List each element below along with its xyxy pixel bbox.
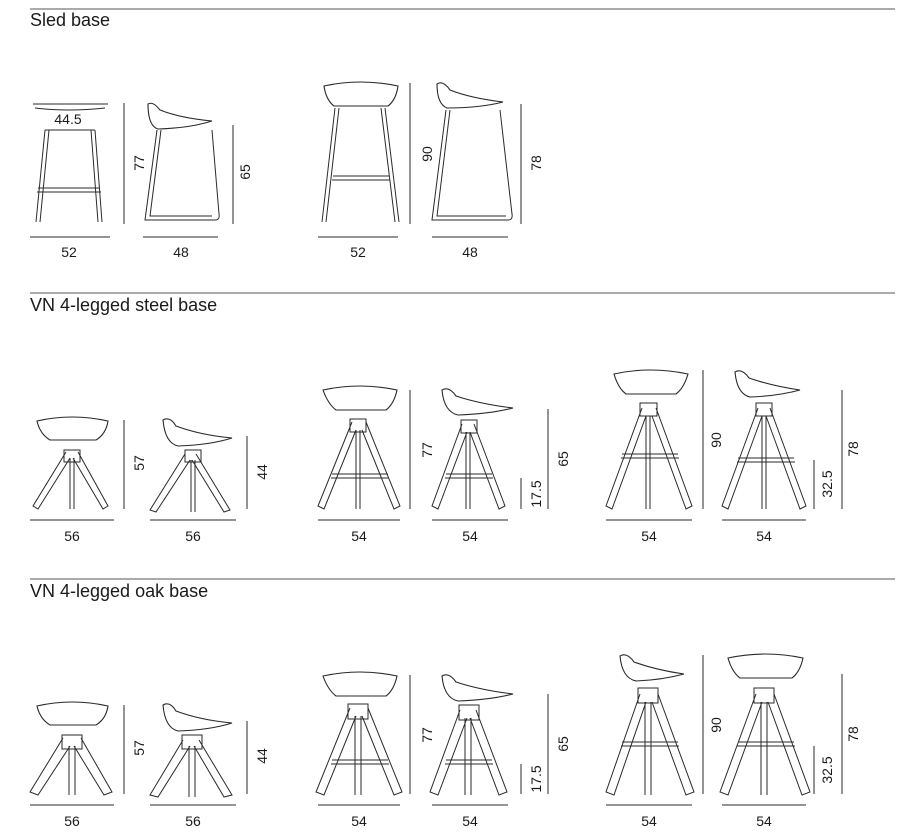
stool-drawing [431,388,514,510]
dimension-label: 65 [237,164,253,180]
dimension-label: 78 [528,155,544,171]
dimension-label: 54 [756,813,772,829]
dimension-label: 54 [641,813,657,829]
stool-drawing [315,671,403,796]
stool-drawing [719,653,811,796]
dimension-label: 78 [845,441,861,457]
section-title: VN 4-legged oak base [30,581,208,601]
stool-drawing [144,102,220,221]
section-title: VN 4-legged steel base [30,295,217,315]
dimension-label: 54 [351,813,367,829]
dimension-label: 56 [64,813,80,829]
stool-drawing [33,103,108,223]
stool-drawing [429,674,514,796]
stool-drawing [605,369,693,510]
dimension-label: 54 [641,528,657,544]
dimension-label: 90 [708,432,724,448]
dimension-label: 32.5 [819,470,835,497]
dimension-label: 44.5 [54,111,81,127]
stool-drawing [29,701,113,796]
dimension-label: 54 [462,813,478,829]
stool-drawing [431,82,513,221]
dimension-label: 44 [254,464,270,480]
stool-drawing [605,654,695,796]
dimension-label: 56 [64,528,80,544]
dimension-label: 48 [462,244,478,260]
dimension-label: 17.5 [528,765,544,792]
dimension-label: 54 [756,528,772,544]
dimension-label: 32.5 [819,756,835,783]
dimension-label: 54 [462,528,478,544]
dimension-label: 48 [173,244,189,260]
stool-drawing [149,703,233,798]
dimension-label: 57 [131,455,147,471]
dimension-label: 17.5 [528,480,544,507]
section-title: Sled base [30,10,110,30]
dimension-label: 54 [351,528,367,544]
dimension-label: 65 [555,451,571,467]
stool-drawing [149,418,233,513]
dimension-label: 52 [350,244,366,260]
stool-drawing [721,370,807,510]
dimension-label: 56 [185,813,201,829]
stool-drawing [321,81,400,223]
stool-drawing [317,385,401,510]
dimension-label: 78 [845,726,861,742]
dimension-label: 56 [185,528,201,544]
dimension-label: 90 [708,717,724,733]
dimension-label: 77 [131,155,147,171]
dimension-label: 90 [419,146,435,162]
dimension-label: 65 [555,736,571,752]
dimension-label: 77 [419,442,435,458]
dimension-label: 57 [131,740,147,756]
dimension-label: 52 [61,244,77,260]
dimension-label: 77 [419,727,435,743]
dimension-label: 44 [254,748,270,764]
stool-drawing [32,416,109,510]
